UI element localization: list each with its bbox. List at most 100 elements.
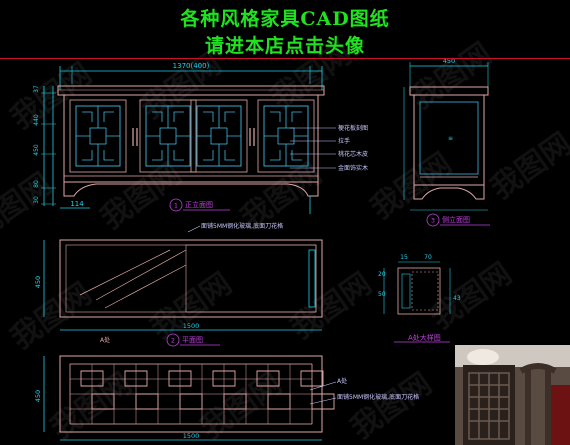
view-name: 平面图 [182, 336, 203, 344]
view-name: 侧立面图 [442, 215, 470, 224]
watermark-text: 我图网 [365, 146, 459, 226]
glass-hatch [104, 264, 187, 309]
cabinet-body [63, 94, 319, 183]
dim-top: 450 [443, 57, 455, 65]
plan-note: 面铺5MM钢化玻璃,底面刀花格 [201, 222, 283, 230]
glass-panel [185, 244, 317, 313]
callout-label: A处 [337, 377, 347, 385]
side-panel [419, 101, 479, 175]
glass-hatch [79, 249, 171, 296]
detail-frame [401, 273, 411, 309]
glass-hatch [95, 249, 187, 301]
plan-outline [59, 239, 323, 318]
detail-dim: 50 [378, 291, 386, 298]
lattice-center [89, 127, 107, 145]
plan-edge-detail [308, 249, 316, 308]
door-frame [257, 99, 315, 173]
view-name: 正立面图 [185, 200, 213, 209]
side-elevation: 450 ≡ 3 侧立面图 [403, 57, 490, 227]
door-panels [69, 99, 315, 173]
lattice-bars [76, 106, 120, 166]
left-dimensions: 37 440 450 80 30 [33, 85, 56, 205]
lattice-center [210, 127, 228, 145]
callout-text: 梗花板刻图 [338, 124, 368, 132]
lattice-center [277, 127, 295, 145]
leader [309, 381, 337, 391]
watermark-text: 我图网 [45, 366, 139, 445]
view-number: 1 [174, 202, 178, 210]
photo-chair-back [525, 369, 531, 445]
view-number: 2 [171, 337, 175, 345]
leader [187, 225, 201, 233]
watermark-text: 我图网 [0, 166, 58, 246]
section-label: A处 [100, 336, 110, 344]
watermark-text: 我图网 [145, 266, 239, 346]
plan-view: 450 1500 A处 面铺5MM钢化玻璃,底面刀花格 2 平面图 [34, 222, 323, 347]
door-frame [139, 99, 197, 173]
header-rule [0, 58, 570, 59]
detail-dim: 20 [378, 271, 386, 278]
lattice-bars [197, 106, 241, 166]
lattice-corners [203, 111, 235, 161]
view-bubble [169, 198, 183, 212]
dim-left: 37 [33, 85, 40, 93]
lattice-bars [264, 106, 308, 166]
watermark-text: 我图网 [195, 366, 289, 445]
dim-left: 80 [33, 180, 40, 188]
photo-lattice [468, 372, 510, 440]
callout-text: 桃花芯木皮 [338, 150, 368, 158]
detail-label: A处大样图 [408, 333, 441, 342]
dim-left: 30 [33, 196, 40, 204]
title-line-2: 请进本店点击头像 [204, 35, 365, 57]
detail-dim: 15 [400, 254, 408, 261]
photo-chair-top [519, 363, 557, 374]
watermark-text: 我图网 [485, 126, 570, 206]
view-bubble [426, 213, 440, 227]
lattice-corners [270, 111, 302, 161]
lattice-corners [82, 111, 114, 161]
detail-dim: 70 [424, 254, 432, 261]
door-frame [69, 99, 127, 173]
watermark-text: 我图网 [285, 266, 379, 346]
dim-overall: 1370(400) [173, 62, 210, 70]
callout-text: 拉手 [338, 137, 350, 145]
lattice-bars [146, 106, 190, 166]
dim-bottom: 1500 [183, 432, 200, 440]
lattice-note: 面铺5MM钢化玻璃,底面刀花格 [337, 393, 419, 401]
watermark-text: 我图网 [5, 276, 99, 356]
detail-dim: 43 [453, 295, 461, 302]
lattice-corners [152, 111, 184, 161]
photo-red-accent [551, 385, 570, 445]
detail-view: 15 70 20 50 43 A处大样图 [378, 254, 461, 343]
detail-hatch [411, 271, 439, 311]
callout-text: 金面饰实木 [338, 164, 368, 172]
photo-chair-post [545, 369, 551, 445]
watermark-text: 我图网 [5, 56, 99, 136]
view-bubble [166, 333, 180, 347]
side-mark: ≡ [448, 135, 453, 142]
dim-bottom: 114 [70, 200, 84, 208]
lattice-plan: 450 1500 A处 面铺5MM钢化玻璃,底面刀花格 [34, 355, 419, 441]
front-elevation: 1370(400) 37 440 450 80 30 114 梗花板刻图拉手桃花芯木皮金… [33, 62, 368, 214]
lattice-pattern [69, 363, 335, 425]
photo-vase [467, 349, 499, 365]
dim-left: 440 [33, 114, 40, 126]
detail-outline [397, 267, 441, 315]
watermark-text: 我图网 [95, 156, 189, 236]
leg-apron [63, 182, 319, 197]
lattice-center [159, 127, 177, 145]
leader [309, 397, 337, 405]
dim-left: 450 [33, 144, 40, 156]
side-body [413, 94, 485, 186]
furniture-photo [455, 345, 570, 445]
watermark-text: 我图网 [345, 366, 439, 445]
dim-bottom: 1500 [183, 322, 200, 330]
side-apron [413, 185, 485, 200]
photo-illustration [455, 345, 570, 445]
view-number: 3 [431, 217, 435, 225]
dim-left: 450 [34, 276, 42, 288]
title-line-1: 各种风格家具CAD图纸 [180, 8, 390, 30]
door-frame [190, 99, 248, 173]
